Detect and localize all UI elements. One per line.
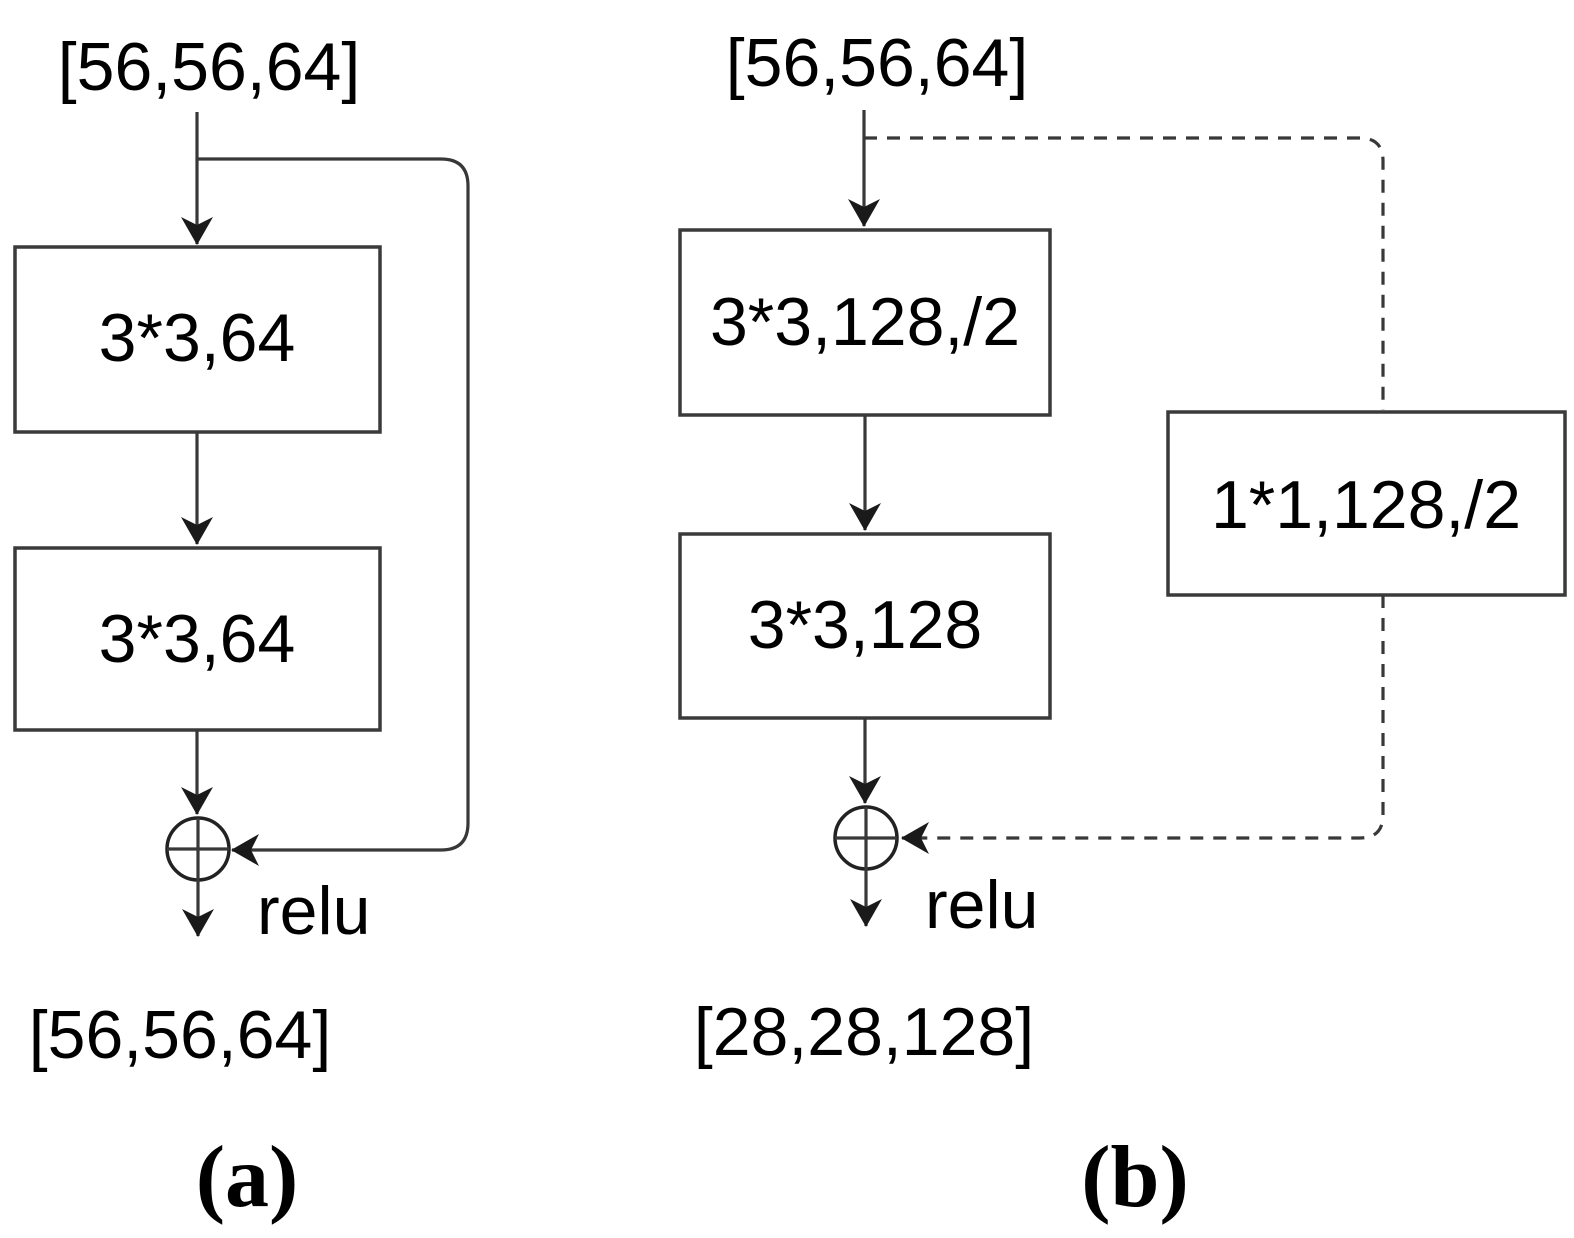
relu-label-b: relu (925, 867, 1038, 943)
conv1-label-a: 3*3,64 (99, 300, 296, 376)
input-shape-label-a: [56,56,64] (58, 29, 360, 105)
output-shape-label-b: [28,28,128] (694, 994, 1034, 1070)
conv2-label-b: 3*3,128 (748, 587, 982, 663)
add-node-b (833, 805, 899, 871)
input-shape-label-b: [56,56,64] (726, 25, 1028, 101)
conv1-box-a (13, 245, 382, 434)
shortcut-conv-box-b (1166, 410, 1567, 597)
residual-block-b: [56,56,64] 3*3,128,/2 3*3,128 1*1,128,/2 (678, 25, 1567, 1226)
conv2-box-a (13, 546, 382, 732)
caption-a: (a) (196, 1129, 299, 1226)
skip-connection-b-bottom (901, 595, 1385, 854)
plus-cross-icon-b (835, 807, 897, 869)
add-node-a (165, 816, 231, 882)
conv2-box-b (678, 532, 1052, 720)
plus-cross-icon-a (167, 818, 229, 880)
skip-connection-a (197, 157, 470, 866)
relu-label-a: relu (257, 873, 370, 949)
shortcut-conv-label-b: 1*1,128,/2 (1211, 467, 1521, 543)
skip-connection-b-top (864, 136, 1385, 410)
conv2-label-a: 3*3,64 (99, 601, 296, 677)
output-shape-label-a: [56,56,64] (29, 997, 331, 1073)
caption-b: (b) (1081, 1129, 1189, 1226)
conv1-label-b: 3*3,128,/2 (710, 284, 1020, 360)
residual-block-a: [56,56,64] 3*3,64 3*3,64 relu (13, 29, 470, 1226)
